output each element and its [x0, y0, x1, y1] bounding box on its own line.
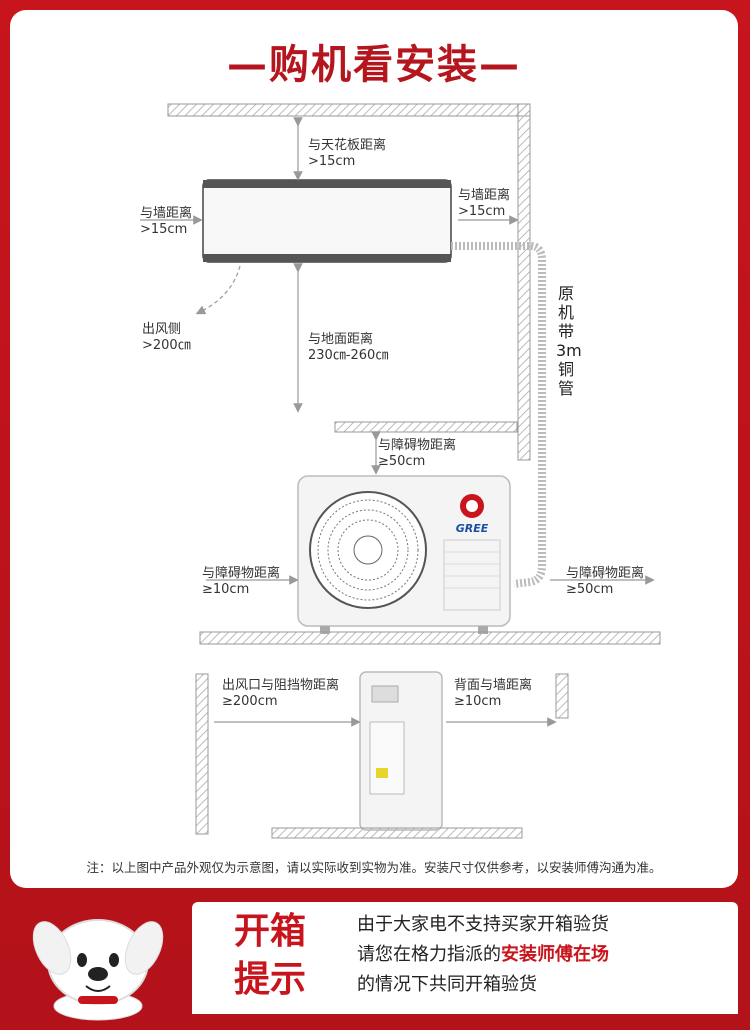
- unboxing-line-3: 的情况下共同开箱验货: [357, 974, 537, 995]
- mascot-dog-icon: [32, 919, 164, 1021]
- unboxing-line-2-prefix: 请您在格力指派的: [357, 944, 501, 965]
- copper-pipe: [451, 242, 546, 588]
- unboxing-panel: 开箱 提示 由于大家电不支持买家开箱验货 请您在格力指派的安装师傅在场 的情况下…: [192, 902, 738, 1014]
- unboxing-line-2: 请您在格力指派的安装师傅在场: [357, 944, 609, 966]
- installation-card: —购机看安装—: [10, 10, 738, 888]
- unboxing-heading-line1: 开箱: [234, 911, 307, 952]
- right-side-wall: [555, 673, 569, 719]
- outdoor-top-obstacle: [334, 421, 518, 433]
- outdoor-top-distance-label: 与障碍物距离≥50cm: [378, 438, 457, 469]
- outlet-airflow-arrow: [195, 265, 241, 315]
- installation-diagram: GREE: [140, 103, 661, 839]
- side-back-distance-label: 背面与墙距离≥10cm: [454, 678, 533, 709]
- ceiling-distance-label: 与天花板距离>15cm: [308, 138, 387, 169]
- ceiling: [167, 103, 531, 117]
- ground: [199, 631, 661, 645]
- outdoor-left-distance-label: 与障碍物距离≥10cm: [202, 566, 281, 597]
- indoor-unit: [202, 179, 452, 263]
- outlet-distance-label: 出风侧>200㎝: [142, 322, 191, 353]
- disclaimer-note: 注：以上图中产品外观仅为示意图，请以实际收到实物为准。安装尺寸仅供参考，以安装师…: [86, 860, 662, 875]
- side-front-distance-label: 出风口与阻挡物距离≥200cm: [222, 678, 340, 709]
- right-wall: [517, 103, 531, 461]
- unboxing-notice: 开箱 提示 由于大家电不支持买家开箱验货 请您在格力指派的安装师傅在场 的情况下…: [0, 892, 750, 1030]
- page-title: —购机看安装—: [227, 42, 521, 88]
- outdoor-unit: [297, 475, 511, 634]
- outdoor-unit-side-view: [359, 671, 443, 831]
- installer-present-highlight: 安装师傅在场: [501, 944, 609, 965]
- unboxing-line-1: 由于大家电不支持买家开箱验货: [357, 914, 609, 935]
- gree-logo: GREE: [456, 522, 489, 535]
- outdoor-right-distance-label: 与障碍物距离≥50cm: [566, 566, 645, 597]
- left-wall-distance-label: 与墙距离>15cm: [140, 206, 193, 237]
- left-side-wall: [195, 673, 209, 835]
- right-wall-distance-label: 与墙距离>15cm: [458, 188, 511, 219]
- side-ground: [271, 827, 523, 839]
- unboxing-heading-line2: 提示: [234, 959, 307, 1000]
